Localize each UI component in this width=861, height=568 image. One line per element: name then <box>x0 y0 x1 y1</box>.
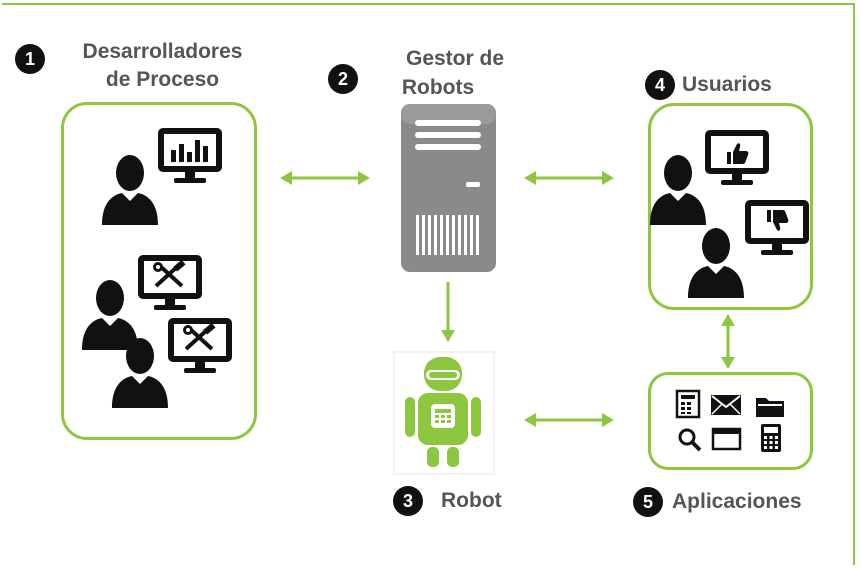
apps-title: Aplicaciones <box>672 490 802 513</box>
arrow-manager-robot <box>441 282 455 342</box>
diagram-frame <box>2 3 855 565</box>
monitor-tools-icon <box>168 318 232 373</box>
step-2-badge: 2 <box>328 64 358 94</box>
developers-title-line2: de Proceso <box>105 68 220 91</box>
arrow-developers-manager <box>278 169 372 187</box>
manager-title-line2: Robots <box>401 76 475 99</box>
arrow-robot-apps <box>522 411 616 429</box>
step-1-badge: 1 <box>15 44 45 74</box>
person-icon <box>102 155 158 225</box>
manager-title-line1: Gestor de <box>405 47 505 70</box>
monitor-thumbs-down-icon <box>745 200 809 255</box>
mail-icon <box>711 395 741 415</box>
person-icon <box>688 228 744 298</box>
person-icon <box>650 155 706 225</box>
calculator-icon <box>761 424 781 452</box>
robot-icon <box>393 351 495 475</box>
window-icon <box>711 427 742 451</box>
step-3-badge: 3 <box>393 486 423 516</box>
monitor-tools-icon <box>138 255 202 310</box>
robot-title: Robot <box>441 489 502 512</box>
arrow-users-apps <box>721 314 735 369</box>
folder-icon <box>756 398 784 417</box>
users-title: Usuarios <box>682 73 772 96</box>
step-4-badge: 4 <box>645 70 675 100</box>
spreadsheet-icon <box>675 389 701 419</box>
developers-title-line1: Desarrolladores <box>82 40 243 63</box>
server-icon <box>401 104 496 272</box>
person-icon <box>82 280 138 350</box>
arrow-manager-users <box>522 169 616 187</box>
monitor-thumbs-up-icon <box>705 130 769 185</box>
monitor-chart-icon <box>158 128 222 183</box>
apps-box <box>648 372 813 470</box>
search-icon <box>678 428 702 452</box>
step-5-badge: 5 <box>633 487 663 517</box>
